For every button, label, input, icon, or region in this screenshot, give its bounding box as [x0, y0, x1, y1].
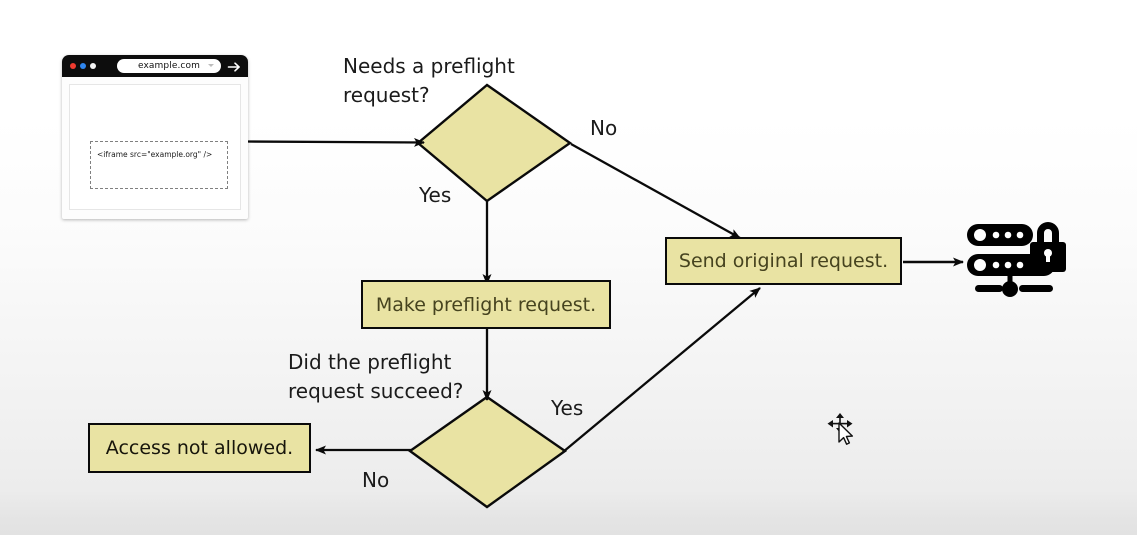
decision-preflight-succeeded [407, 395, 568, 509]
decision2-question-line1: Did the preflight [288, 350, 452, 374]
decision1-yes-label: Yes [419, 183, 452, 207]
chevron-down-icon [208, 64, 214, 67]
node-send-original-request: Send original request. [665, 237, 902, 285]
node-make-preflight-request-label: Make preflight request. [375, 293, 597, 316]
decision1-question-line1: Needs a preflight [343, 54, 515, 78]
node-access-not-allowed: Access not allowed. [88, 423, 311, 473]
traffic-light-buttons [70, 63, 96, 69]
arrow-right-icon[interactable] [227, 59, 241, 73]
edge-decision1-no-to-send [570, 142, 741, 240]
browser-viewport: <iframe src="example.org" /> [69, 84, 241, 210]
iframe-code-snippet: <iframe src="example.org" /> [97, 150, 213, 159]
node-send-original-request-label: Send original request. [678, 250, 889, 272]
address-bar-url: example.com [138, 60, 200, 71]
decision1-no-label: No [590, 116, 618, 140]
address-bar[interactable]: example.com [117, 59, 221, 73]
decision2-question-line2: request succeed? [288, 379, 464, 403]
browser-chrome: example.com [62, 55, 248, 77]
maximize-dot-icon [90, 63, 96, 69]
server-lock-icon [967, 222, 1066, 297]
close-dot-icon [70, 63, 76, 69]
browser-window-mock: example.com <iframe src="example.org" /> [62, 55, 248, 219]
edge-decision2-yes-to-send [562, 287, 761, 453]
embedded-iframe-placeholder: <iframe src="example.org" /> [90, 141, 228, 189]
node-access-not-allowed-label: Access not allowed. [105, 437, 294, 459]
decision2-yes-label: Yes [551, 396, 584, 420]
node-make-preflight-request: Make preflight request. [361, 280, 611, 329]
decision2-no-label: No [362, 468, 390, 492]
decision1-question-line2: request? [343, 83, 430, 107]
minimize-dot-icon [80, 63, 86, 69]
edge-browser-to-decision1 [245, 137, 425, 147]
